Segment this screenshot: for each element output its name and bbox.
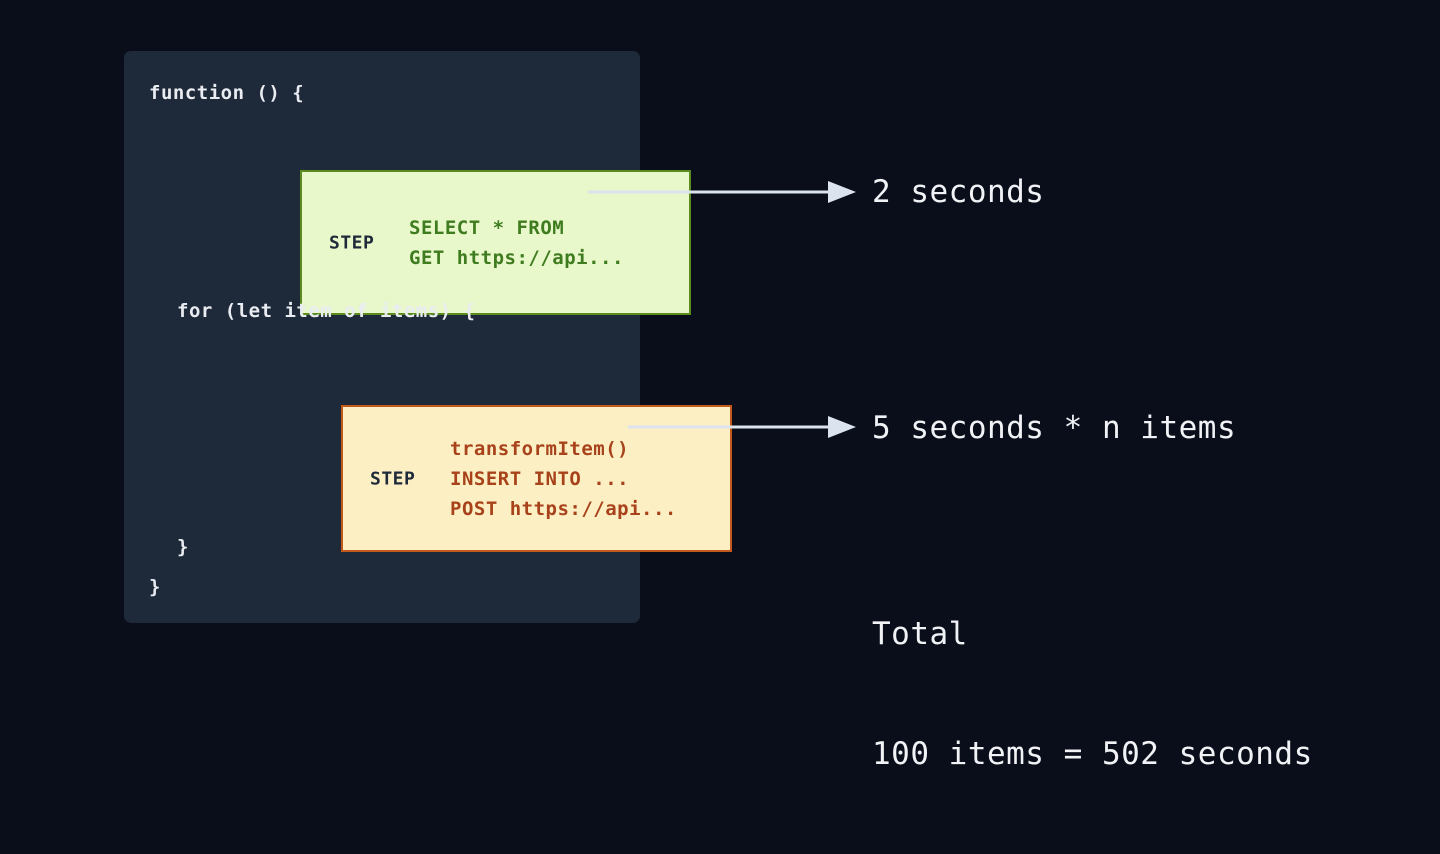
step-label-1: STEP: [329, 232, 375, 253]
total-title: Total: [872, 616, 968, 652]
step-label-2: STEP: [370, 468, 416, 489]
annotation-step-2-duration: 5 seconds * n items: [872, 410, 1237, 446]
total-summary: Total 100 items = 502 seconds: [872, 534, 1313, 854]
step-box-2[interactable]: STEP transformItem() INSERT INTO ... POS…: [341, 405, 732, 552]
total-equation: 100 items = 502 seconds: [872, 736, 1313, 772]
code-line-function-open: function () {: [149, 82, 305, 104]
diagram-canvas: function () { STEP SELECT * FROM GET htt…: [124, 51, 1312, 772]
step-box-1[interactable]: STEP SELECT * FROM GET https://api...: [300, 170, 691, 315]
code-line-for-open: for (let item of items) {: [177, 300, 476, 322]
arrow-step-1-to-annotation-1: [588, 181, 856, 203]
code-line-function-close: }: [149, 576, 161, 598]
step-code-2: transformItem() INSERT INTO ... POST htt…: [450, 437, 677, 520]
step-code-1: SELECT * FROM GET https://api...: [409, 216, 624, 269]
arrow-step-2-to-annotation-2: [628, 416, 856, 438]
annotation-step-1-duration: 2 seconds: [872, 174, 1045, 210]
code-panel: function () { STEP SELECT * FROM GET htt…: [124, 51, 732, 623]
code-line-for-close: }: [177, 536, 189, 558]
